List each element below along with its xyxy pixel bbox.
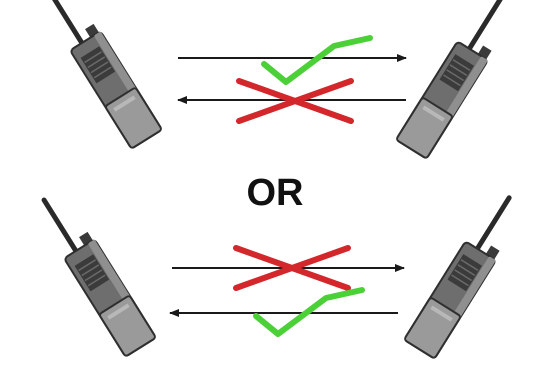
walkie-talkie-icon-bottom-right bbox=[404, 190, 528, 358]
top-scenario bbox=[38, 0, 520, 159]
check-icon-top bbox=[264, 38, 370, 82]
walkie-talkie-icon-bottom-left bbox=[32, 188, 156, 356]
bottom-scenario bbox=[32, 188, 528, 358]
or-label: OR bbox=[247, 172, 304, 214]
walkie-talkie-icon-top-left bbox=[38, 0, 162, 149]
walkie-talkie-icon-top-right bbox=[396, 0, 520, 159]
